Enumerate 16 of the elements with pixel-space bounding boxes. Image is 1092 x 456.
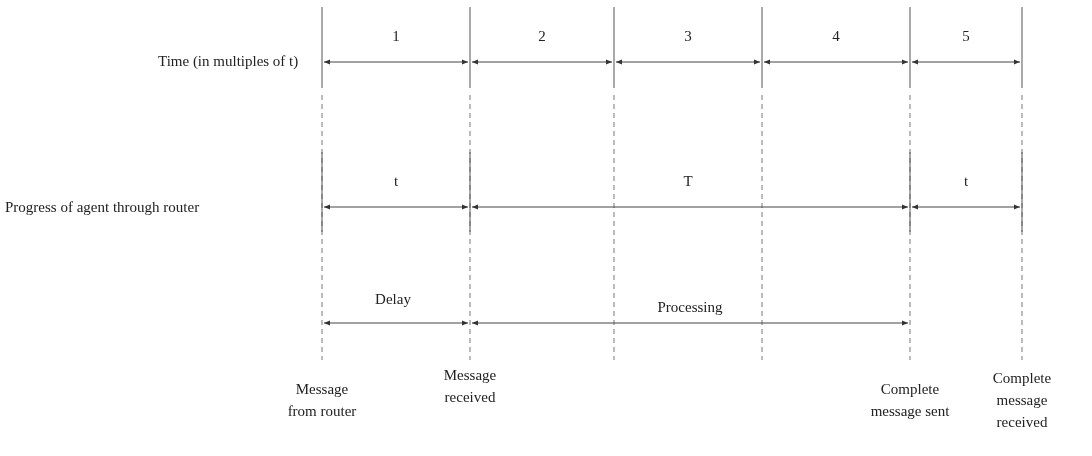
interval-label: 4 — [832, 29, 840, 44]
event-label: Complete message sent — [869, 380, 951, 421]
interval-label: 1 — [392, 29, 400, 44]
interval-label: 5 — [962, 29, 970, 44]
interval-label: Delay — [375, 292, 411, 307]
event-label: Complete message received — [991, 369, 1053, 432]
interval-label: t — [963, 174, 969, 189]
interval-label: Processing — [657, 300, 723, 315]
interval-label: 3 — [684, 29, 692, 44]
row-label: Progress of agent through router — [5, 200, 200, 215]
interval-label: T — [683, 174, 693, 189]
interval-label: 2 — [538, 29, 546, 44]
interval-label: t — [393, 174, 399, 189]
row-label: Time (in multiples of t) — [158, 54, 299, 69]
event-label: Message from router — [286, 380, 358, 421]
event-label: Message received — [442, 366, 498, 407]
